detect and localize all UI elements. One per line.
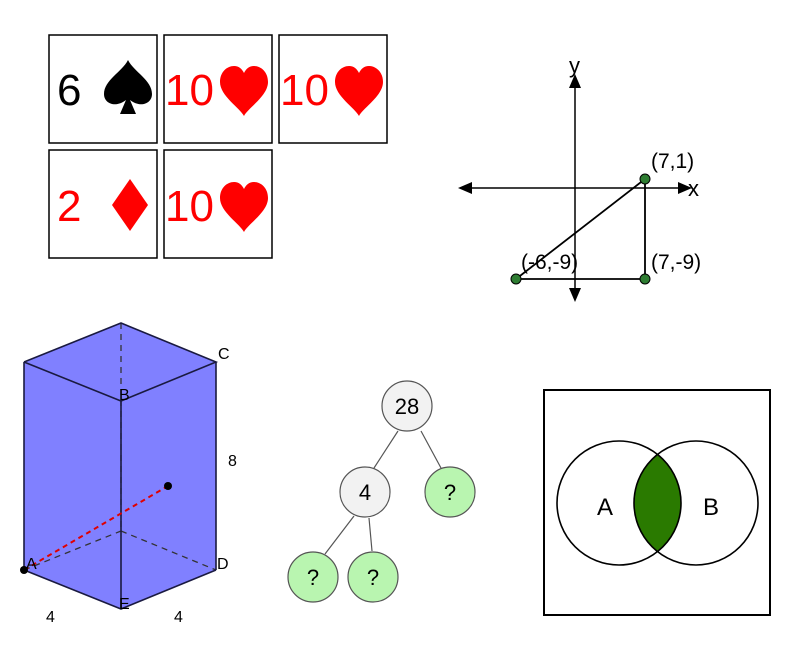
tree-node-label: ? — [367, 565, 379, 590]
x-axis-label: x — [688, 176, 699, 201]
tree-branch — [420, 430, 442, 469]
prism-body — [24, 323, 216, 609]
tree-branch — [373, 430, 399, 469]
heart-icon — [220, 66, 268, 116]
vertex-label-b: B — [119, 387, 130, 404]
right-triangle — [513, 177, 646, 280]
card-rank: 6 — [57, 66, 81, 115]
space-diagonal — [23, 485, 169, 571]
heart-icon — [335, 66, 383, 116]
vertex-label-a: A — [26, 556, 37, 573]
point-label: (7,-9) — [651, 251, 701, 274]
point-marker — [639, 273, 651, 285]
venn-circle-a — [556, 440, 682, 566]
y-axis-label: y — [569, 53, 580, 78]
venn-circle-b — [633, 440, 759, 566]
tree-node-label: 4 — [359, 480, 371, 505]
card-rank: 10 — [280, 66, 329, 115]
venn-label-a: A — [597, 494, 613, 521]
venn-label-b: B — [703, 494, 719, 521]
center-dot — [164, 482, 172, 490]
card-rank: 2 — [57, 182, 81, 231]
tree-node-label: ? — [444, 480, 456, 505]
vertex-label-c: C — [218, 346, 230, 363]
card-rank: 10 — [165, 66, 214, 115]
dimension-label-height: 8 — [228, 453, 237, 470]
playing-cards: 6 10 10 2 10 — [48, 34, 388, 259]
point-label: (-6,-9) — [521, 251, 578, 274]
tree-node-left-right — [347, 551, 399, 603]
vertex-dot — [20, 566, 28, 574]
card-2: 10 — [163, 34, 273, 144]
tree-branch — [368, 517, 373, 552]
factor-tree: 28 4 ? ? ? — [287, 380, 476, 603]
x-axis-arrow-left-icon — [458, 182, 472, 194]
point-label: (7,1) — [651, 150, 694, 173]
heart-icon — [220, 182, 268, 232]
coordinate-plot: x y (7,1) (-6,-9) (7,-9) — [458, 53, 701, 302]
y-axis-arrow-down-icon — [569, 288, 581, 302]
card-rank: 10 — [165, 182, 214, 231]
tree-node-right — [424, 466, 476, 518]
bottom-edges — [23, 569, 217, 610]
dimension-label-width-left: 4 — [46, 609, 55, 626]
tree-branch — [324, 515, 355, 555]
tree-node-label: ? — [307, 565, 319, 590]
dimension-label-width-right: 4 — [174, 609, 183, 626]
card-1: 6 — [48, 34, 158, 144]
tree-node-label: 28 — [395, 394, 419, 419]
spade-icon — [104, 60, 152, 114]
x-axis-arrow-right-icon — [678, 182, 692, 194]
tree-node-root — [381, 380, 433, 432]
vertex-label-e: E — [119, 596, 130, 613]
vertex-label-d: D — [217, 556, 229, 573]
y-axis-arrow-up-icon — [569, 74, 581, 88]
tree-node-left-left — [287, 551, 339, 603]
card-5: 10 — [163, 149, 273, 259]
point-marker — [510, 273, 522, 285]
card-3: 10 — [278, 34, 388, 144]
tree-node-left — [339, 466, 391, 518]
venn-diagram: A B — [543, 389, 771, 616]
point-marker — [639, 173, 651, 185]
rectangular-prism: C B A D E 8 4 4 — [20, 322, 237, 626]
diamond-icon — [112, 179, 148, 231]
venn-intersection — [634, 441, 681, 565]
card-4: 2 — [48, 149, 158, 259]
